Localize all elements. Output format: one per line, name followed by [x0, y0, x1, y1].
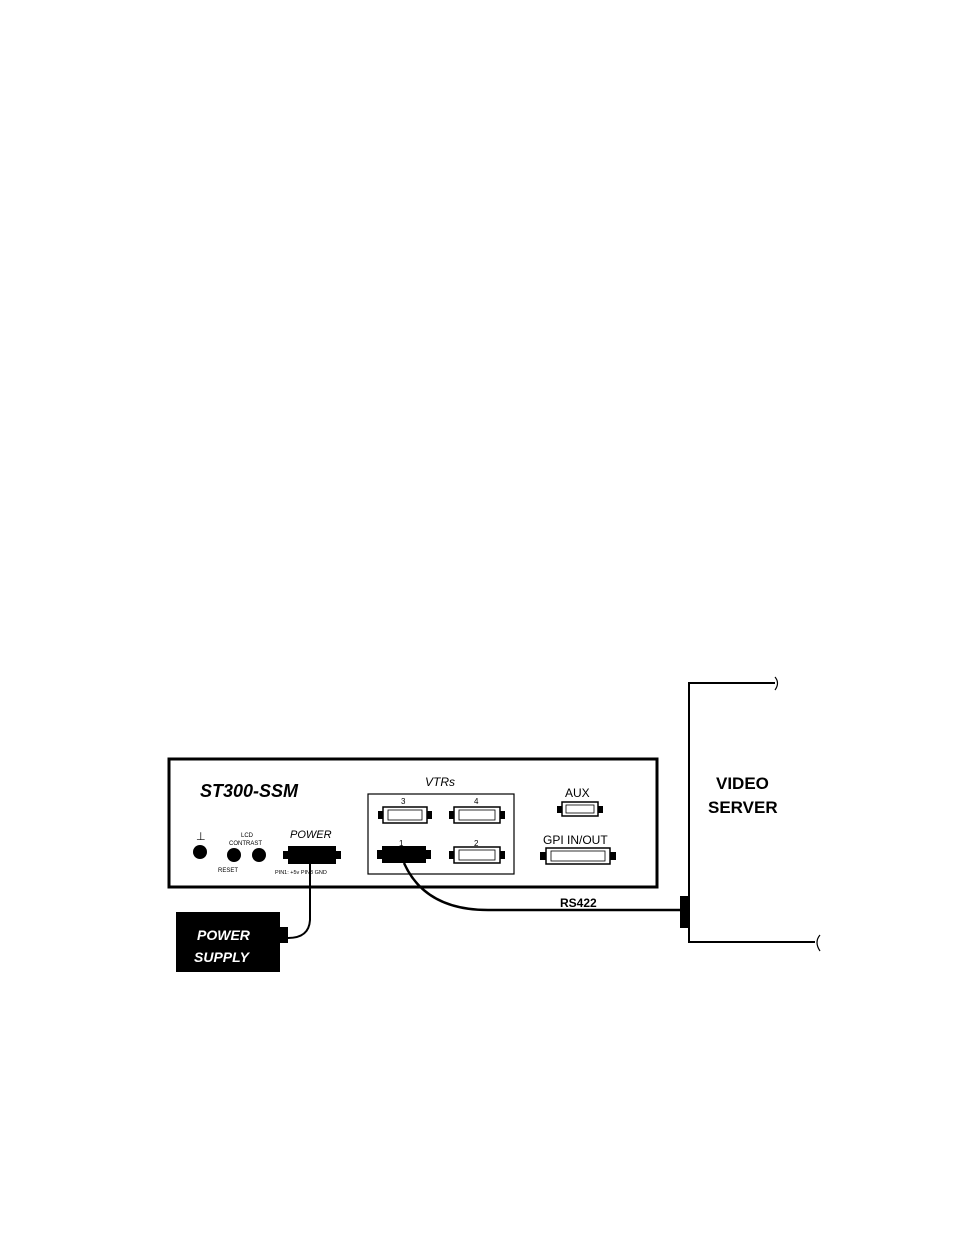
- power-supply-plug: [280, 927, 288, 943]
- video-server-label-line1: VIDEO: [716, 774, 769, 793]
- power-cable: [287, 864, 311, 939]
- power-pins-label: PIN1: +5v PIN3 GND: [275, 870, 327, 876]
- power-supply-label-line2: SUPPLY: [194, 949, 251, 965]
- power-connector-label: POWER: [290, 829, 332, 841]
- unit-model-label: ST300-SSM: [200, 781, 299, 801]
- power-connector-tab-right: [336, 851, 341, 859]
- ground-symbol-icon: ⊥: [196, 831, 206, 843]
- vtr-port-1-connector: [377, 846, 431, 863]
- video-server-outline: [688, 682, 815, 943]
- lcd-contrast-label-line1: LCD: [241, 833, 254, 839]
- gpi-label: GPI IN/OUT: [543, 833, 608, 847]
- rs422-cable: [402, 862, 680, 912]
- vtr-port-3-connector: [378, 806, 432, 824]
- aux-connector: [557, 801, 603, 817]
- server-rs422-connector: [680, 896, 690, 928]
- vtr-port-4-label: 4: [474, 797, 479, 806]
- vtr-port-2-connector: [449, 846, 505, 864]
- power-supply: POWER SUPPLY: [176, 912, 288, 972]
- ground-terminal: [193, 845, 207, 859]
- lcd-contrast-label-line2: CONTRAST: [229, 841, 262, 847]
- rs422-label: RS422: [560, 896, 597, 910]
- vtr-port-1-label: 1: [399, 839, 404, 848]
- vtrs-label: VTRs: [425, 775, 455, 789]
- power-supply-box: [176, 912, 280, 972]
- power-connector: [288, 846, 336, 864]
- power-supply-label-line1: POWER: [197, 927, 251, 943]
- video-server: VIDEO SERVER: [688, 676, 821, 952]
- video-server-label-line2: SERVER: [708, 798, 778, 817]
- reset-button[interactable]: [227, 848, 241, 862]
- lcd-contrast-knob[interactable]: [252, 848, 266, 862]
- power-connector-tab-left: [283, 851, 288, 859]
- gpi-connector: [540, 847, 616, 865]
- vtr-port-2-label: 2: [474, 839, 479, 848]
- aux-label: AUX: [565, 786, 590, 800]
- st300-ssm-unit: ST300-SSM ⊥ LCD CONTRAST RESET POWER PIN…: [167, 757, 659, 889]
- vtr-port-4-connector: [449, 806, 505, 824]
- vtr-port-3-label: 3: [401, 797, 406, 806]
- reset-label: RESET: [218, 868, 238, 874]
- video-server-break-bottom: [816, 934, 821, 952]
- video-server-break-top: [774, 676, 779, 691]
